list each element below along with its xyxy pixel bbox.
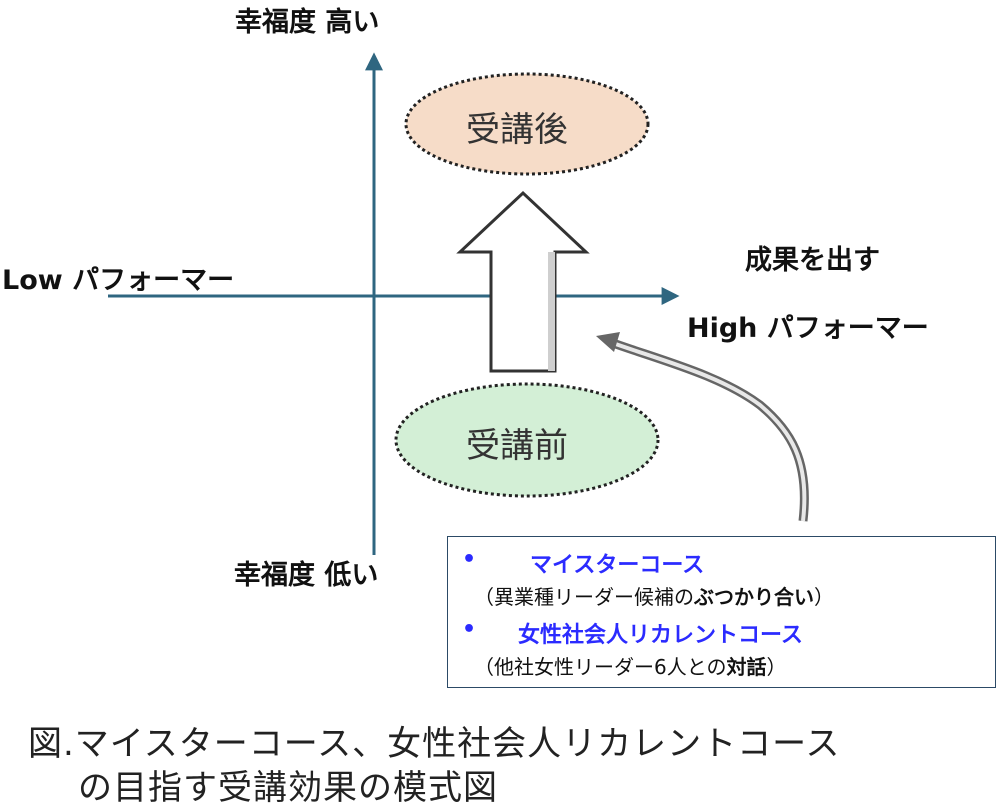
legend-desc-2-bold: 対話 <box>726 655 767 679</box>
legend-title-2: 女性社会人リカレントコース <box>518 623 803 648</box>
improvement-arrow-shade <box>548 252 586 371</box>
after-ellipse <box>404 72 650 176</box>
influence-arrowhead <box>596 332 620 352</box>
improvement-arrow <box>456 190 590 373</box>
legend-desc-1-prefix: （異業種リーダー候補の <box>474 585 694 609</box>
legend-desc-2-prefix: （他社女性リーダー6人との <box>474 655 727 679</box>
x-axis-left-label: Low パフォーマー <box>2 265 235 296</box>
legend-desc-1-bold: ぶつかり合い <box>694 585 814 609</box>
influence-curve-highlight <box>609 340 807 522</box>
caption-line-1: 図.マイスターコース、女性社会人リカレントコース <box>28 724 841 764</box>
legend-desc-2: （他社女性リーダー6人との対話） <box>474 651 787 680</box>
legend-desc-1: （異業種リーダー候補のぶつかり合い） <box>474 581 834 610</box>
x-axis-right-label-1: 成果を出す <box>745 245 880 276</box>
before-ellipse <box>394 382 660 498</box>
y-axis-bottom-label: 幸福度 低い <box>234 560 379 591</box>
x-axis-right-label-2: High パフォーマー <box>687 313 929 344</box>
legend-bullet-1: • <box>462 547 477 572</box>
legend-bullet-2: • <box>462 617 477 642</box>
legend-desc-1-suffix: ） <box>814 585 834 609</box>
caption-line-2: の目指す受講効果の模式図 <box>78 768 498 808</box>
y-axis-top-label: 幸福度 高い <box>235 7 380 38</box>
figure-caption: 図.マイスターコース、女性社会人リカレントコース の目指す受講効果の模式図 <box>28 722 840 810</box>
legend-desc-2-suffix: ） <box>766 655 787 679</box>
legend-title-1: マイスターコース <box>530 553 705 578</box>
legend-box: • マイスターコース （異業種リーダー候補のぶつかり合い） • 女性社会人リカレ… <box>447 536 996 688</box>
before-label: 受講前 <box>466 426 568 466</box>
after-label: 受講後 <box>466 110 568 150</box>
